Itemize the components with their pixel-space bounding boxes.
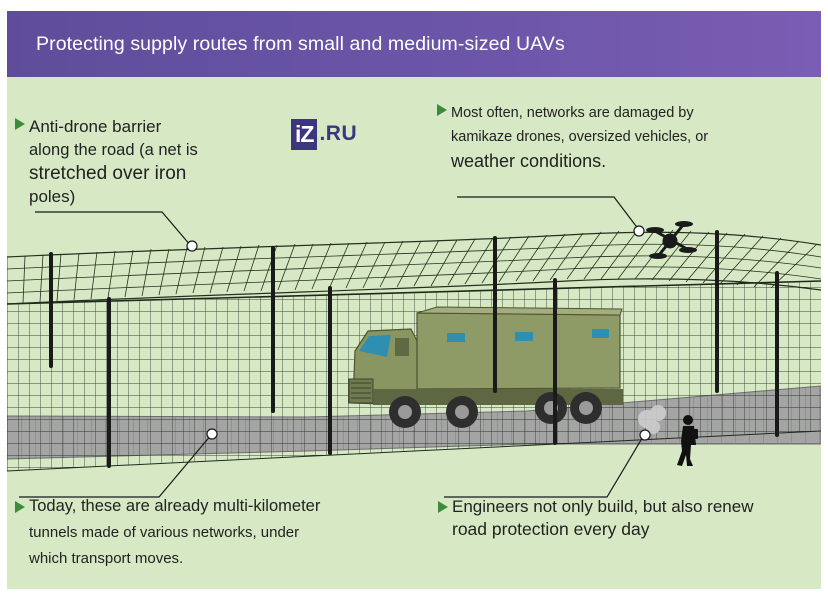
- infographic-frame: Protecting supply routes from small and …: [7, 11, 821, 589]
- callout-tunnels-line2: tunnels made of various networks, under: [29, 524, 300, 541]
- truck-wheel: [570, 392, 602, 424]
- callout-barrier-line4: poles): [29, 187, 76, 206]
- damage-dust: [638, 405, 666, 434]
- callout-damage-line2: kamikaze drones, oversized vehicles, or: [451, 129, 709, 145]
- engineer-soldier: [677, 415, 698, 466]
- callout-engineers-line2: road protection every day: [452, 519, 650, 539]
- net-canopy: [7, 229, 821, 305]
- leader-dots: [186, 225, 651, 441]
- logo-suffix: .RU: [319, 122, 358, 145]
- header-title: Protecting supply routes from small and …: [36, 33, 565, 55]
- logo-box: iZ: [291, 118, 318, 150]
- callout-engineers-line1: Engineers not only build, but also renew: [452, 497, 754, 516]
- callout-barrier-line1: Anti-drone barrier: [29, 117, 162, 136]
- truck-window: [447, 333, 465, 342]
- bullet-triangle-icon: [437, 104, 447, 116]
- iron-poles: [49, 230, 779, 468]
- callout-tunnels-line1: Today, these are already multi-kilometer: [29, 497, 321, 515]
- header-banner: Protecting supply routes from small and …: [7, 11, 821, 77]
- callout-barrier-line2: along the road (a net is: [29, 141, 198, 159]
- military-truck: [348, 306, 623, 428]
- bullet-triangle-icon: [15, 501, 25, 513]
- leader-lines: [19, 196, 645, 498]
- callout-tunnels: Today, these are already multi-kilometer…: [15, 493, 395, 572]
- callout-barrier: Anti-drone barrier along the road (a net…: [15, 115, 255, 208]
- callout-damage-line3: weather conditions.: [451, 151, 607, 171]
- truck-wheel: [389, 396, 421, 428]
- callout-damage: Most often, networks are damaged by kami…: [437, 101, 817, 175]
- truck-wheel: [446, 396, 478, 428]
- truck-window: [515, 332, 533, 341]
- bullet-triangle-icon: [15, 118, 25, 130]
- truck-windshield: [359, 335, 391, 357]
- callout-engineers: Engineers not only build, but also renew…: [438, 495, 818, 541]
- iz-ru-logo: iZ .RU: [291, 117, 357, 151]
- kamikaze-drone: [646, 221, 697, 259]
- road-scene-illustration: [7, 196, 821, 498]
- truck-wheel: [535, 392, 567, 424]
- callout-tunnels-line3: which transport moves.: [29, 550, 184, 567]
- bullet-triangle-icon: [438, 501, 448, 513]
- truck-window: [592, 329, 609, 338]
- callout-barrier-line3: stretched over iron: [29, 163, 187, 184]
- callout-damage-line1: Most often, networks are damaged by: [451, 105, 694, 121]
